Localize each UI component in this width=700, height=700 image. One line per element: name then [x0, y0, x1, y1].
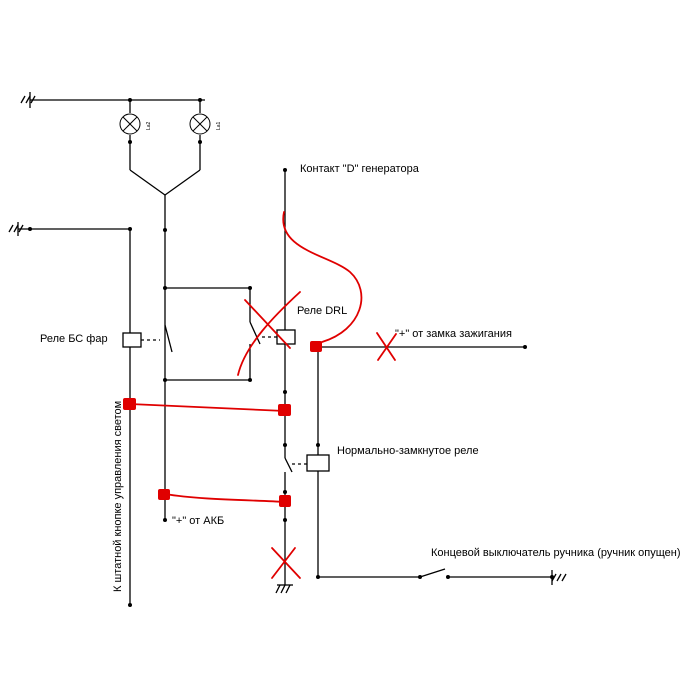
handbrake-switch-contact	[419, 568, 446, 578]
red-connection-marks	[123, 341, 322, 507]
red-cross-ignition-a	[376, 332, 396, 361]
circuit-wires	[8, 92, 567, 605]
ground-symbol-top	[20, 92, 36, 108]
lamp-join-left	[129, 169, 166, 196]
headlight-relay-coil	[122, 332, 142, 348]
lamp-la1	[189, 113, 211, 135]
drl-relay-label: Реле DRL	[297, 305, 348, 317]
red-mark-drl-output	[278, 404, 291, 416]
ground-symbol-bottom	[275, 584, 293, 594]
red-mark-light-button	[123, 398, 136, 410]
nc-relay-label: Нормально-замкнутое реле	[337, 445, 479, 457]
red-cross-drl-b	[237, 291, 301, 376]
red-wire-battery	[164, 493, 286, 503]
lamp-la1-label: La1	[216, 121, 222, 130]
lamp-join-right	[164, 169, 201, 196]
red-mark-nc-output	[279, 495, 291, 507]
red-reroute-curve	[282, 211, 363, 343]
lamp-la2-label: La2	[146, 121, 152, 130]
red-annotations	[129, 211, 397, 579]
ignition-plus-label: "+" от замка зажигания	[395, 328, 512, 340]
nc-relay-contact	[284, 457, 293, 473]
red-cross-ignition-b	[377, 333, 397, 361]
nc-relay-coil	[306, 454, 330, 472]
light-button-label: К штатной кнопке управления светом	[112, 400, 124, 592]
lamp-la2	[119, 113, 141, 135]
red-cross-ground-b	[271, 547, 296, 579]
handbrake-switch-label: Концевой выключатель ручника (ручник опу…	[431, 547, 681, 559]
generator-contact-label: Контакт "D" генератора	[300, 163, 419, 175]
headlight-relay-label: Реле БС фар	[40, 333, 108, 345]
junction-dots	[28, 98, 554, 607]
ground-symbol-right	[551, 570, 567, 585]
red-wire-light-button	[129, 403, 286, 412]
red-mark-ignition	[310, 341, 322, 352]
battery-plus-label: "+" от АКБ	[172, 515, 225, 527]
red-mark-battery	[158, 489, 170, 500]
headlight-relay-contact	[164, 324, 173, 353]
drl-relay-contact	[249, 321, 261, 345]
red-cross-ground-a	[271, 547, 301, 579]
